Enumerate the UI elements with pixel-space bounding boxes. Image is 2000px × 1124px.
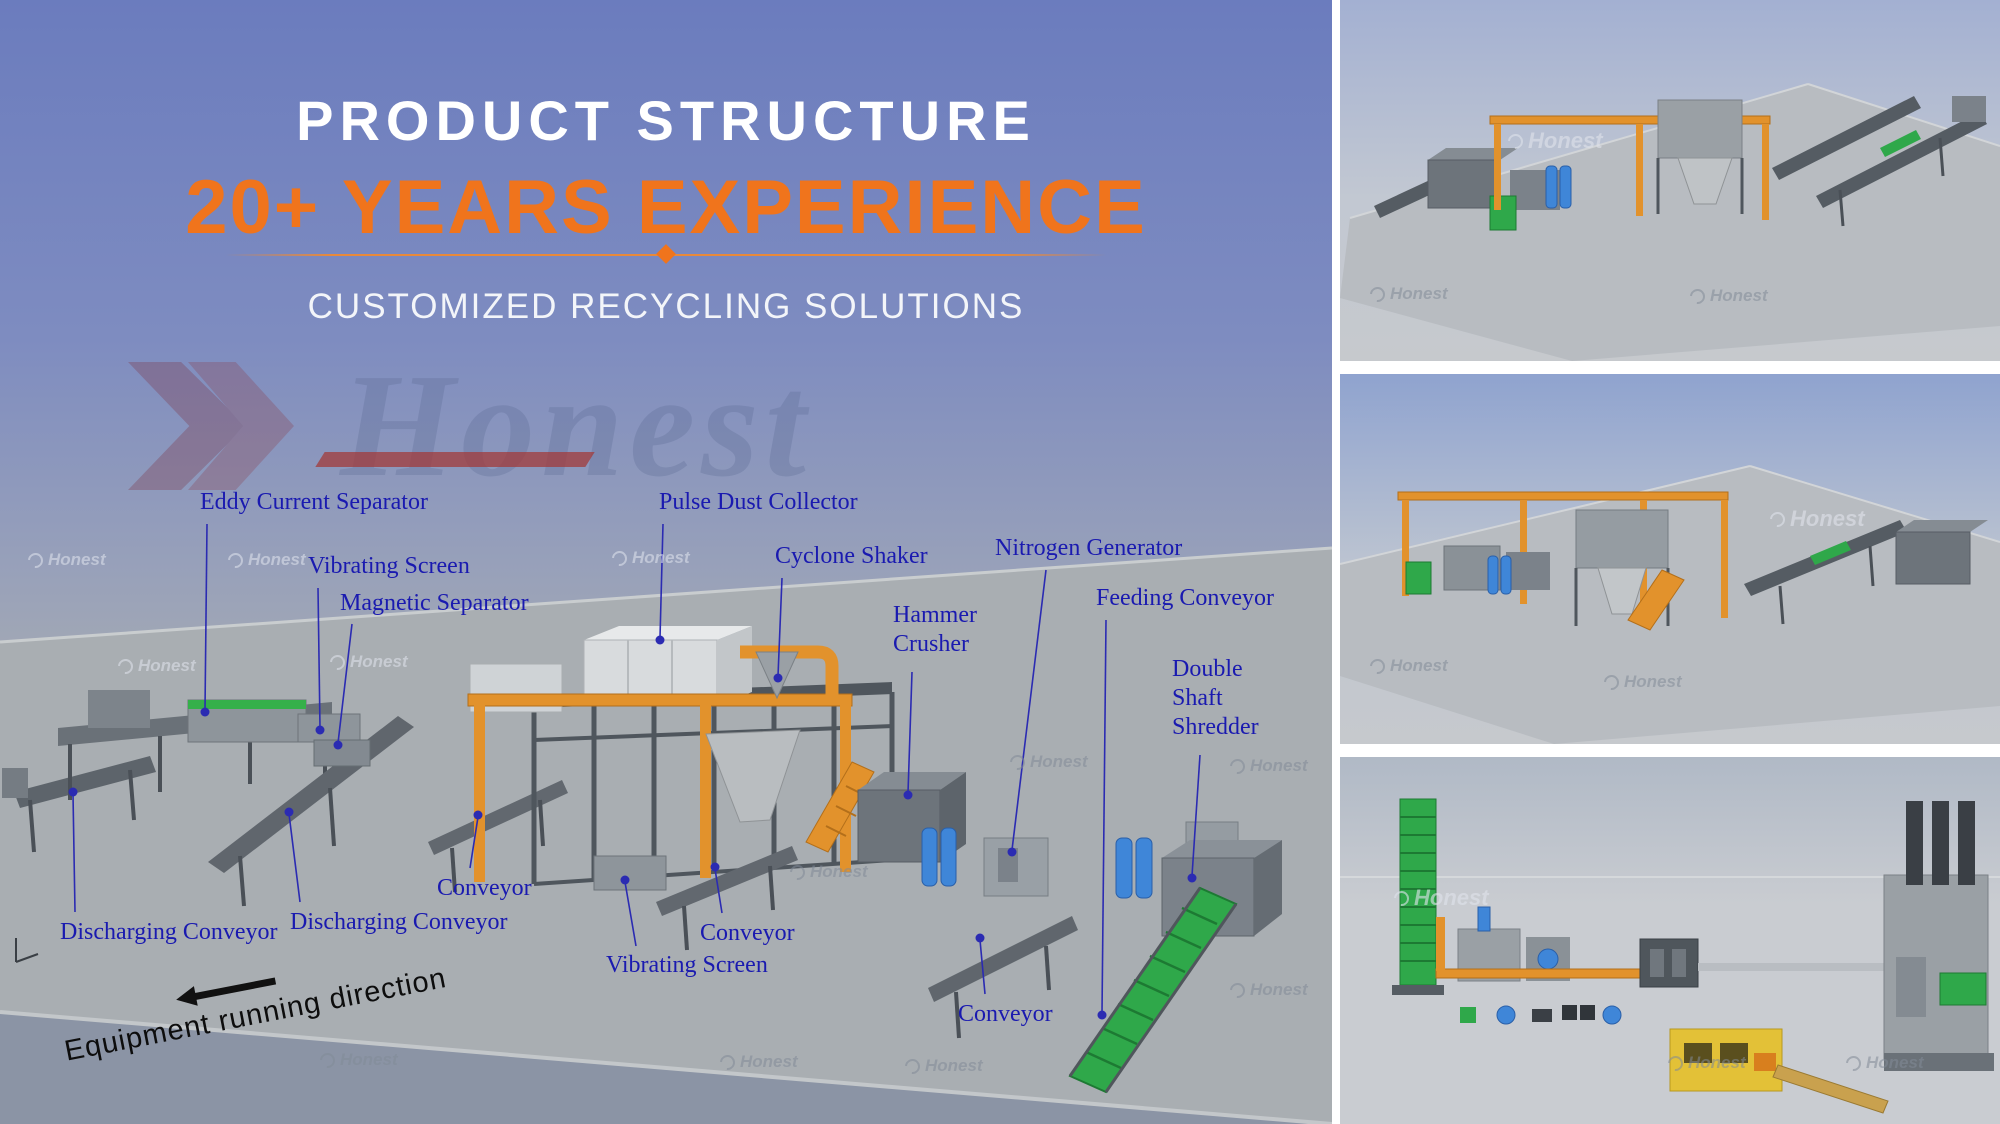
render-2-illustration: [1340, 374, 2000, 744]
label-nitrogen-generator: Nitrogen Generator: [995, 535, 1183, 561]
render-3-illustration: [1340, 757, 2000, 1124]
label-eddy-current-separator: Eddy Current Separator: [200, 489, 428, 515]
render-panel-bottom: Honest Honest Honest: [1340, 757, 2000, 1124]
green-cabinet: [1405, 561, 1432, 595]
right-shredder: [1895, 520, 1988, 585]
label-double-shaft-shredder: Double Shaft Shredder: [1172, 656, 1259, 740]
render-1-illustration: [1340, 0, 2000, 361]
label-leader-lines: [68, 523, 1201, 1020]
center-conveyor-machine: [656, 846, 798, 951]
platform-stairs: [805, 761, 875, 853]
eddy-current-separator-machine: [187, 699, 307, 743]
left-discharging-conveyor-machine: [2, 756, 156, 853]
label-conveyor-mid: Conveyor: [437, 875, 532, 901]
axis-icon: [15, 938, 39, 963]
label-discharging-conveyor-mid: Discharging Conveyor: [290, 909, 508, 935]
label-conveyor-center: Conveyor: [700, 920, 795, 946]
label-pulse-dust-collector: Pulse Dust Collector: [659, 489, 858, 515]
vibrating-screen-top-machine: [297, 713, 361, 743]
center-platform: [1574, 509, 1670, 626]
blue-tanks-right: [1115, 837, 1153, 899]
label-conveyor-right: Conveyor: [958, 1001, 1053, 1027]
vibrating-screen-bottom-machine: [593, 855, 667, 891]
blue-tanks: [1545, 165, 1572, 209]
green-cabinet: [1489, 195, 1517, 231]
label-feeding-conveyor: Feeding Conveyor: [1096, 585, 1274, 611]
floor: [0, 546, 1332, 1124]
main-scene-illustration: [0, 0, 1332, 1124]
right-incline-conveyors: [1772, 96, 1987, 227]
right-machine-with-stacks: [1883, 801, 1994, 1071]
yellow-machine: [1669, 1028, 1889, 1114]
center-platform: [1656, 99, 1744, 214]
hopper-machine: [705, 729, 801, 823]
nitrogen-generator-machine: [983, 837, 1049, 897]
orange-gantry: [1489, 115, 1771, 220]
label-discharging-conveyor-left: Discharging Conveyor: [60, 919, 278, 945]
label-magnetic-separator: Magnetic Separator: [340, 590, 529, 616]
feeding-conveyor-machine: [1068, 886, 1238, 1094]
label-vibrating-screen-bottom: Vibrating Screen: [606, 952, 768, 978]
label-vibrating-screen-top: Vibrating Screen: [308, 553, 470, 579]
main-diagram-panel: Honest PRODUCT STRUCTURE 20+ YEARS EXPER…: [0, 0, 1332, 1124]
render-panel-middle: Honest Honest Honest: [1340, 374, 2000, 744]
machine-row: [1443, 545, 1550, 595]
honest-logo-swoosh-icon: [315, 452, 595, 467]
right-bottom-conveyor-machine: [928, 916, 1078, 1039]
center-dark-machine: [1639, 938, 1884, 988]
right-conveyor: [1744, 520, 1907, 625]
render-panel-top: Honest Honest Honest: [1340, 0, 2000, 361]
blue-tanks-left: [921, 827, 957, 887]
label-hammer-crusher: Hammer Crusher: [893, 602, 977, 657]
component-icons-row: [1460, 1005, 1622, 1025]
label-cyclone-shaker: Cyclone Shaker: [775, 543, 928, 569]
vertical-green-conveyor: [1392, 798, 1444, 995]
orange-stairs: [1627, 569, 1685, 631]
